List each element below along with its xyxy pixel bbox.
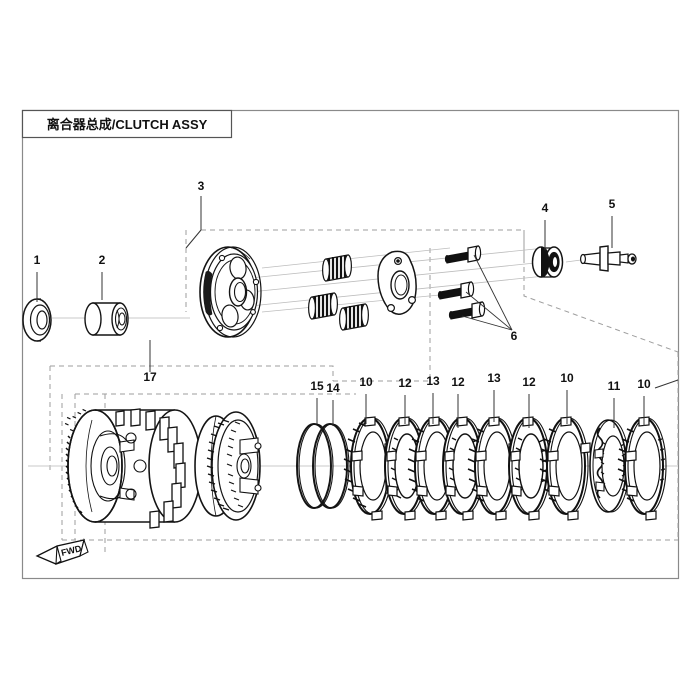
callout-clutch-bolt-6[interactable]: 6 — [511, 329, 518, 343]
callout-release-bearing-4[interactable]: 4 — [542, 201, 549, 215]
callout-backing-ring-14[interactable]: 14 — [326, 381, 340, 395]
callout-clutch-assembly-17[interactable]: 17 — [143, 370, 157, 384]
title-label: 离合器总成/CLUTCH ASSY — [47, 117, 208, 132]
diagram-frame — [21, 109, 680, 580]
part-clutch-basket — [64, 408, 202, 529]
callout-leaders-top — [36, 196, 613, 372]
part-spring-seat-plate — [377, 250, 417, 315]
callout-push-rod-5[interactable]: 5 — [609, 197, 616, 211]
part-clutch-hub — [194, 411, 262, 521]
part-steel-plate — [508, 416, 551, 521]
title-box: 离合器总成/CLUTCH ASSY — [21, 109, 233, 139]
part-friction-plate — [539, 416, 591, 521]
part-snap-ring — [296, 423, 334, 509]
callout-pressure-plate-3[interactable]: 3 — [198, 179, 205, 193]
callout-snap-ring-15[interactable]: 15 — [310, 379, 324, 393]
callout-leaders-stack — [316, 379, 679, 428]
part-steel-plate — [442, 416, 485, 521]
fwd-label: FWD — [60, 543, 83, 558]
fwd-arrow: FWD — [35, 538, 89, 566]
part-pressure-plate — [199, 246, 262, 338]
callout-steel-plate-12[interactable]: 12 — [451, 375, 465, 389]
callout-washer-1[interactable]: 1 — [34, 253, 41, 267]
part-clutch-bolts — [437, 245, 513, 331]
callout-steel-plate-12[interactable]: 12 — [522, 375, 536, 389]
part-needle-bearing — [84, 302, 129, 336]
part-washer — [22, 298, 52, 342]
callout-steel-plate-12[interactable]: 12 — [398, 376, 412, 390]
callout-friction-plate-10[interactable]: 10 — [637, 377, 651, 391]
callout-judder-spring-11[interactable]: 11 — [608, 379, 621, 393]
part-backing-ring — [312, 423, 350, 509]
part-friction-plate — [617, 416, 667, 521]
part-push-rod — [579, 245, 637, 272]
part-release-bearing — [531, 246, 564, 278]
part-clutch-springs — [308, 254, 370, 331]
callout-needle-bearing-2[interactable]: 2 — [99, 253, 106, 267]
callout-friction-plate-10[interactable]: 10 — [359, 375, 373, 389]
callout-friction-plate-b-13[interactable]: 13 — [487, 371, 501, 385]
callout-friction-plate-10[interactable]: 10 — [560, 371, 574, 385]
callout-friction-plate-b-13[interactable]: 13 — [426, 374, 440, 388]
